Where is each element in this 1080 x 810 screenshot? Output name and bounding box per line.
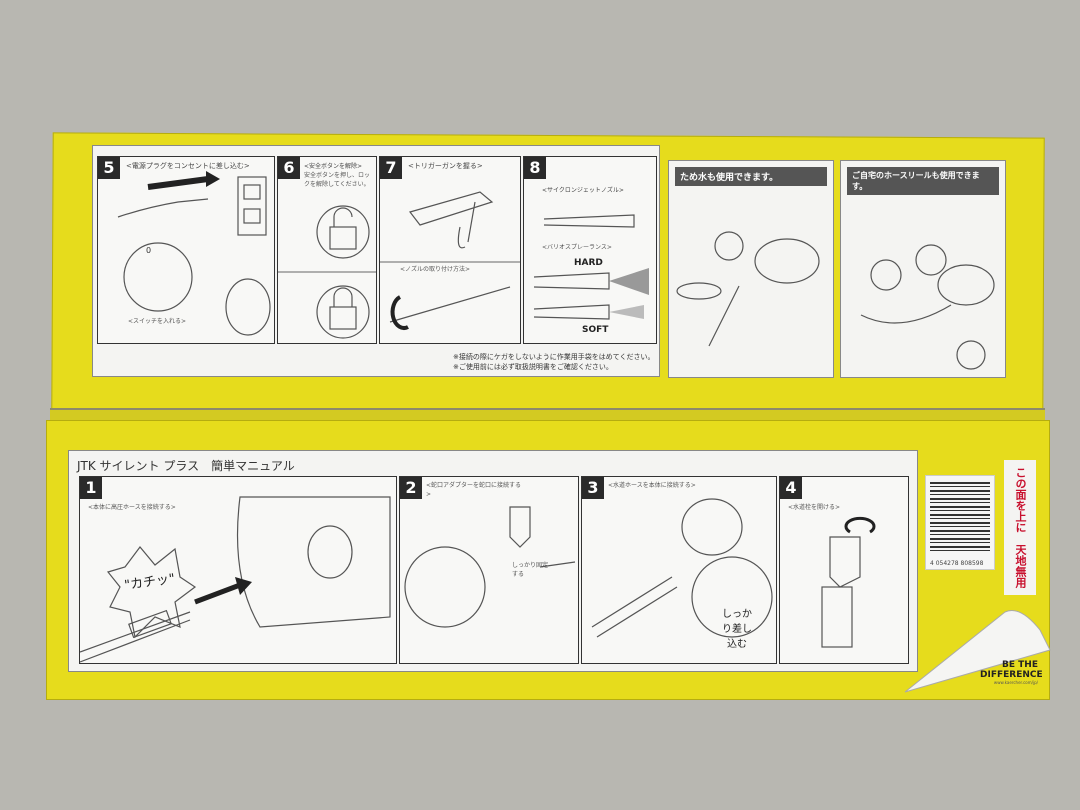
step-7: 7 <トリガーガンを握る> <ノズルの取り付け方法> — [379, 156, 521, 344]
side-panel-title: ため水も使用できます。 — [675, 167, 827, 186]
manual-note: ※ご使用前には必ず取扱説明書をご確認ください。 — [453, 363, 613, 371]
faucet-open-illustration — [821, 516, 876, 648]
trigger-gun-illustration — [380, 191, 520, 330]
secure-label: しっかり固定する — [512, 562, 549, 578]
svg-text:0: 0 — [146, 246, 151, 255]
insert-firmly-label: しっかり差し込む — [722, 609, 752, 650]
step-number: 8 — [524, 157, 546, 179]
step-title: <蛇口アダプターを蛇口に接続する> — [426, 482, 522, 498]
this-side-up-label: この面を上に 天地無用 — [1004, 460, 1036, 595]
step-5: 5 <電源プラグをコンセントに差し込む> 0 <スイッチを入れる> — [97, 156, 275, 344]
step-caption: <スイッチを入れる> — [128, 318, 187, 325]
step-title: <安全ボタンを解除> — [304, 163, 363, 170]
step-number: 7 — [380, 157, 402, 179]
barcode-digits: 4 054278 808598 — [930, 560, 984, 567]
step-3: 3 <水道ホースを本体に接続する> しっかり差し込む — [581, 476, 777, 664]
step-title: <トリガーガンを握る> — [408, 162, 483, 170]
step-2: 2 <蛇口アダプターを蛇口に接続する> しっかり固定する — [399, 476, 579, 664]
hose-reel-illustration — [860, 244, 995, 370]
step-title: <電源プラグをコンセントに差し込む> — [126, 162, 250, 170]
step-1: 1 <本体に高圧ホースを接続する> "カチッ" — [79, 476, 397, 664]
step-number: 2 — [400, 477, 422, 499]
soft-label: SOFT — [582, 325, 609, 335]
manual-title: JTK サイレント プラス 簡単マニュアル — [77, 459, 295, 473]
slogan: BE THE DIFFERENCE www.kaercher.com/jp/ — [980, 660, 1043, 685]
side-panel-title: ご自宅のホースリールも使用できます。 — [847, 167, 999, 195]
step-number: 5 — [98, 157, 120, 179]
step-caption: <バリオスプレーランス> — [542, 244, 612, 251]
safety-note: ※接続の際にケガをしないように作業用手袋をはめてください。 — [453, 353, 655, 361]
instruction-panel-bottom: JTK サイレント プラス 簡単マニュアル 1 <本体に高圧ホースを接続する> … — [68, 450, 918, 672]
side-panel-tank-water: ため水も使用できます。 — [668, 160, 834, 378]
step-title: <本体に高圧ホースを接続する> — [88, 504, 176, 511]
step-caption: 安全ボタンを押し、ロックを解除してください。 — [304, 172, 371, 188]
step-number: 4 — [780, 477, 802, 499]
tank-water-illustration — [676, 231, 820, 347]
faucet-adapter-illustration — [404, 506, 576, 628]
step-4: 4 <水道栓を開ける> — [779, 476, 909, 664]
plug-illustration: 0 — [117, 171, 271, 336]
barcode: 4 054278 808598 — [925, 475, 995, 570]
step-number: 1 — [80, 477, 102, 499]
instruction-panel-top: 5 <電源プラグをコンセントに差し込む> 0 <スイッチを入れる> 6 <安全ボ… — [92, 145, 660, 377]
step-title: <サイクロンジェットノズル> — [542, 187, 624, 194]
hose-connection-illustration — [591, 498, 773, 638]
step-caption: <ノズルの取り付け方法> — [400, 266, 471, 273]
slogan-line1: BE THE — [1002, 660, 1038, 670]
safety-lock-icon — [278, 205, 376, 339]
step-8: 8 <サイクロンジェットノズル> <バリオスプレーランス> HARD SOFT — [523, 156, 657, 344]
slogan-line2: DIFFERENCE — [980, 670, 1043, 680]
pressure-washer-illustration — [80, 496, 391, 663]
step-6: 6 <安全ボタンを解除> 安全ボタンを押し、ロックを解除してください。 — [277, 156, 377, 344]
step-number: 3 — [582, 477, 604, 499]
peeled-corner — [904, 610, 1051, 693]
slogan-url: www.kaercher.com/jp/ — [993, 680, 1038, 685]
hard-label: HARD — [574, 258, 603, 268]
step-number: 6 — [278, 157, 300, 179]
step-title: <水道ホースを本体に接続する> — [608, 482, 696, 489]
nozzle-illustration — [533, 214, 649, 320]
orientation-label-text: この面を上に 天地無用 — [1014, 467, 1027, 588]
step-title: <水道栓を開ける> — [788, 504, 841, 511]
side-panel-hose-reel: ご自宅のホースリールも使用できます。 — [840, 160, 1006, 378]
